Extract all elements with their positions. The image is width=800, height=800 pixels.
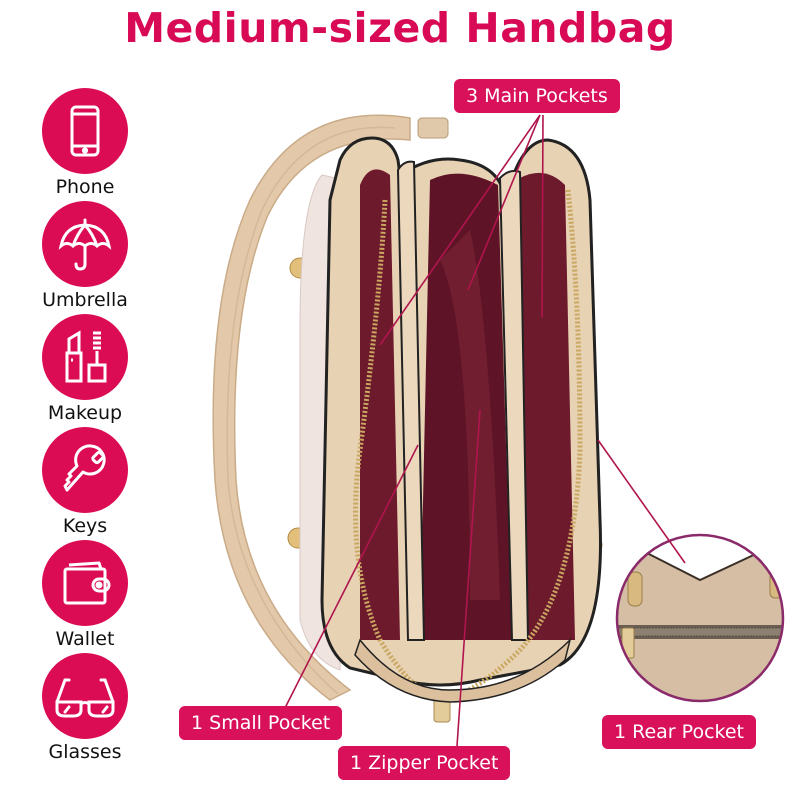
feature-label: Glasses (48, 741, 122, 763)
feature-label: Keys (62, 515, 108, 537)
callout-main-pockets: 3 Main Pockets (454, 79, 620, 113)
feature-label: Umbrella (42, 289, 128, 311)
feature-phone: Phone (30, 88, 140, 198)
feature-label: Makeup (47, 402, 123, 424)
feature-glasses: Glasses (30, 653, 140, 763)
glasses-icon (42, 653, 128, 739)
callout-small-pocket: 1 Small Pocket (179, 706, 343, 740)
umbrella-icon (42, 201, 128, 287)
feature-keys: Keys (30, 427, 140, 537)
callout-rear-pocket: 1 Rear Pocket (602, 715, 756, 749)
feature-umbrella: Umbrella (30, 201, 140, 311)
feature-wallet: Wallet (30, 540, 140, 650)
callout-zipper-pocket: 1 Zipper Pocket (338, 746, 511, 780)
page-title: Medium-sized Handbag (124, 4, 676, 52)
feature-makeup: Makeup (30, 314, 140, 424)
makeup-icon (42, 314, 128, 400)
wallet-icon (42, 540, 128, 626)
feature-label: Wallet (55, 628, 115, 650)
phone-icon (42, 88, 128, 174)
key-icon (42, 427, 128, 513)
feature-label: Phone (55, 176, 115, 198)
